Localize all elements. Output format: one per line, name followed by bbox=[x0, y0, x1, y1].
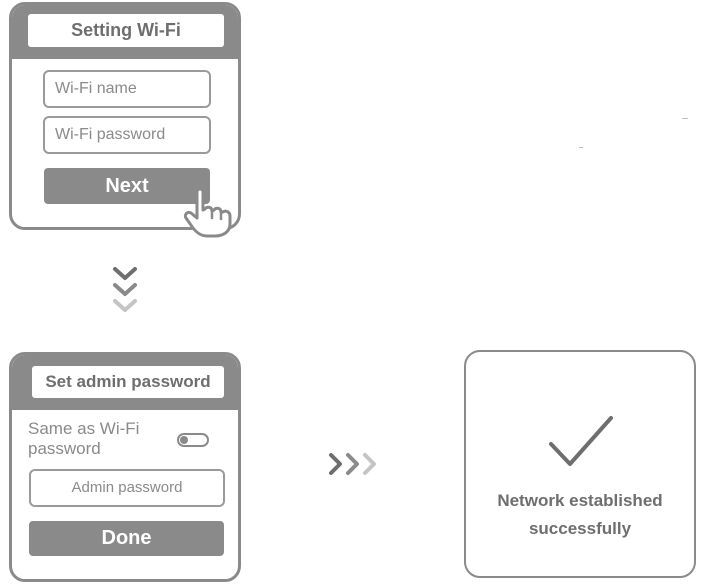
admin-card-header: Set admin password bbox=[12, 355, 238, 410]
success-message-line1: Network established bbox=[497, 491, 663, 510]
next-button[interactable]: Next bbox=[44, 168, 210, 204]
stray-mark bbox=[579, 147, 583, 148]
toggle-knob bbox=[180, 436, 188, 444]
wifi-card-header: Setting Wi-Fi bbox=[12, 5, 238, 59]
chevrons-right-icon bbox=[329, 453, 376, 475]
same-as-wifi-label-line1: Same as Wi-Fi bbox=[28, 419, 140, 438]
hand-pointer-icon bbox=[183, 188, 232, 238]
success-message-line2: successfully bbox=[528, 519, 632, 538]
wifi-card-title: Setting Wi-Fi bbox=[28, 14, 224, 47]
same-as-wifi-label: Same as Wi-Fi password bbox=[28, 419, 168, 459]
chevrons-down-icon bbox=[113, 267, 137, 312]
wifi-password-input[interactable]: Wi-Fi password bbox=[43, 116, 211, 154]
success-message: Network established successfully bbox=[466, 487, 694, 543]
stray-mark bbox=[682, 118, 688, 119]
wifi-setup-card: Setting Wi-Fi Wi-Fi name Wi-Fi password … bbox=[9, 2, 241, 230]
admin-card-title: Set admin password bbox=[32, 366, 224, 398]
admin-password-input[interactable]: Admin password bbox=[29, 469, 225, 507]
checkmark-icon bbox=[549, 416, 613, 466]
admin-password-card: Set admin password Same as Wi-Fi passwor… bbox=[9, 352, 241, 582]
done-button[interactable]: Done bbox=[29, 521, 224, 556]
same-as-wifi-label-line2: password bbox=[28, 439, 101, 458]
same-as-wifi-toggle[interactable] bbox=[177, 433, 209, 447]
wifi-name-input[interactable]: Wi-Fi name bbox=[43, 70, 211, 108]
network-success-card: Network established successfully bbox=[464, 350, 696, 578]
